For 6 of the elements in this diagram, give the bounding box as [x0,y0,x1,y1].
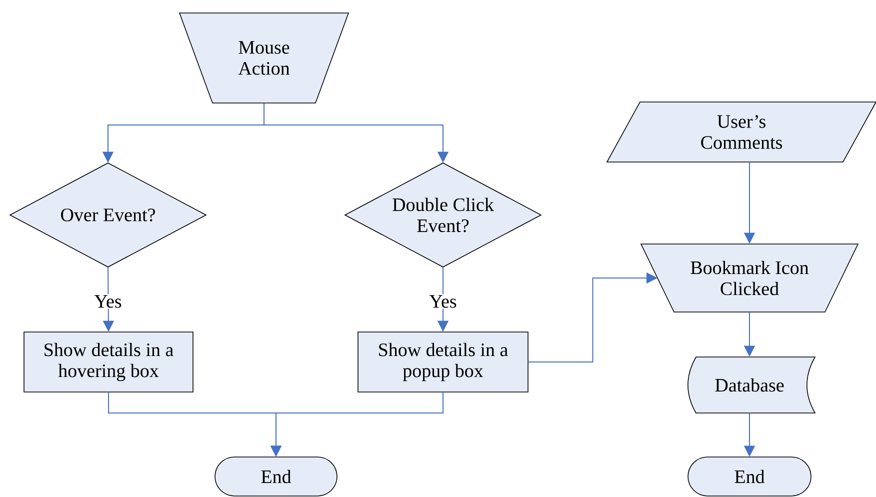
terminator: End [688,456,812,496]
process-box: Show details in a popup box [358,332,528,392]
edge-label: Yes [428,294,458,309]
edge-label: Yes [93,294,123,309]
process-box: Show details in a hovering box [24,332,194,392]
terminator: End [214,456,338,496]
